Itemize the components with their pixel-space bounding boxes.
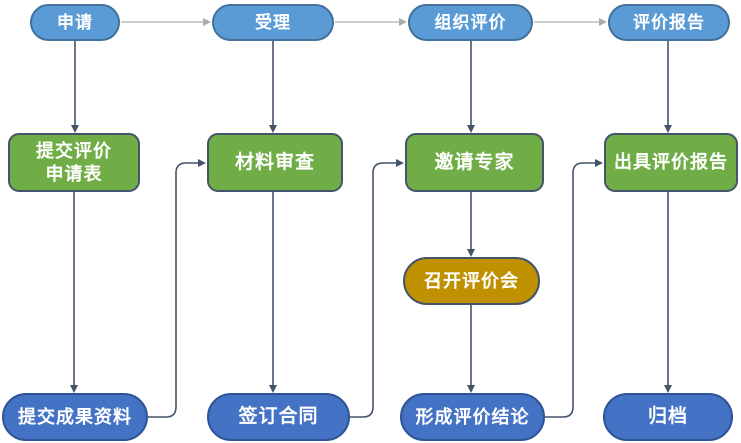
process-material-review-label: 材料审查 [234, 151, 315, 173]
step-hold-evaluation-meeting-label: 召开评价会 [424, 270, 519, 291]
result-archive-label: 归档 [647, 406, 688, 428]
stage-apply-label: 申请 [57, 12, 93, 32]
stage-organize-evaluation: 组织评价 [408, 4, 533, 41]
connector-sign-contract-to-invite-experts [350, 159, 404, 418]
stage-accept: 受理 [212, 4, 334, 41]
result-form-evaluation-conclusion-label: 形成评价结论 [415, 406, 530, 427]
result-sign-contract: 签订合同 [207, 393, 350, 441]
stage-organize-evaluation-label: 组织评价 [434, 12, 507, 32]
process-material-review: 材料审查 [207, 133, 343, 192]
process-invite-experts: 邀请专家 [405, 133, 544, 192]
stage-evaluation-report: 评价报告 [608, 4, 730, 41]
process-issue-evaluation-report-label: 出具评价报告 [614, 152, 728, 173]
result-sign-contract-label: 签订合同 [238, 406, 319, 428]
stage-accept-label: 受理 [255, 12, 291, 32]
connector-submit-materials-to-material-review [148, 159, 206, 418]
stage-apply: 申请 [30, 4, 120, 41]
stage-evaluation-report-label: 评价报告 [633, 12, 705, 32]
step-hold-evaluation-meeting: 召开评价会 [403, 257, 540, 305]
process-submit-application-form-label: 提交评价 申请表 [36, 141, 112, 184]
result-submit-achievement-materials-label: 提交成果资料 [18, 406, 132, 427]
result-form-evaluation-conclusion: 形成评价结论 [400, 393, 545, 441]
process-invite-experts-label: 邀请专家 [434, 151, 515, 173]
connector-conclusion-to-issue-report [545, 159, 603, 418]
result-submit-achievement-materials: 提交成果资料 [2, 393, 148, 441]
process-submit-application-form: 提交评价 申请表 [8, 133, 140, 192]
process-issue-evaluation-report: 出具评价报告 [604, 133, 738, 192]
result-archive: 归档 [603, 393, 733, 441]
